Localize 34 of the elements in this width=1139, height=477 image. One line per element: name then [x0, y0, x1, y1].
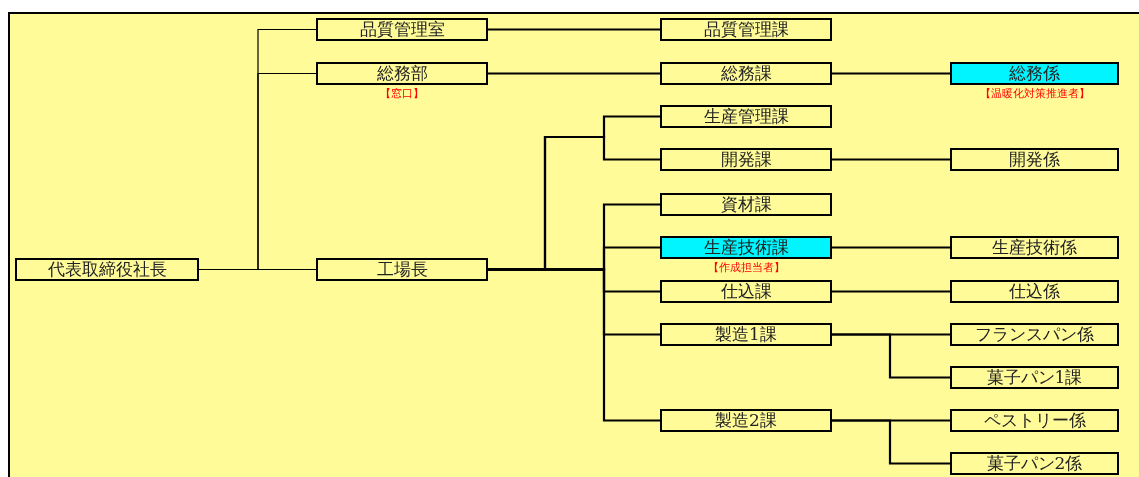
- connector-line: [198, 268, 317, 271]
- role-note: 【窓口】: [379, 87, 425, 100]
- org-box: 仕込課: [660, 280, 832, 303]
- org-box: 総務係: [950, 62, 1119, 85]
- org-box: フランスパン係: [950, 323, 1119, 346]
- connector-line: [832, 333, 950, 379]
- connector-line: [832, 290, 950, 293]
- role-note: 【温暖化対策推進者】: [978, 87, 1091, 100]
- org-box: 品質管理課: [660, 18, 832, 41]
- org-box: 生産技術係: [950, 236, 1119, 259]
- connector-line: [488, 28, 660, 31]
- org-box: ペストリー係: [950, 409, 1119, 432]
- org-box: 仕込係: [950, 280, 1119, 303]
- connector-line: [832, 419, 950, 465]
- org-box: 製造2課: [660, 409, 832, 432]
- org-box: 品質管理室: [316, 18, 488, 41]
- org-box: 総務部: [316, 62, 488, 85]
- role-note: 【作成担当者】: [706, 261, 786, 274]
- connector-line: [832, 72, 950, 75]
- org-box: 生産技術課: [660, 236, 832, 259]
- connector-line: [488, 72, 660, 75]
- connector-line: [488, 268, 660, 422]
- org-box: 工場長: [316, 258, 488, 281]
- org-box: 資材課: [660, 193, 832, 216]
- org-box: 開発課: [660, 148, 832, 171]
- connector-line: [832, 246, 950, 249]
- org-box: 生産管理課: [660, 105, 832, 128]
- org-box: 総務課: [660, 62, 832, 85]
- org-box: 開発係: [950, 148, 1119, 171]
- org-box: 代表取締役社長: [15, 258, 199, 281]
- org-box: 製造1課: [660, 323, 832, 346]
- org-box: 菓子パン1課: [950, 366, 1119, 389]
- org-box: 菓子パン2係: [950, 452, 1119, 475]
- connector-line: [832, 158, 950, 161]
